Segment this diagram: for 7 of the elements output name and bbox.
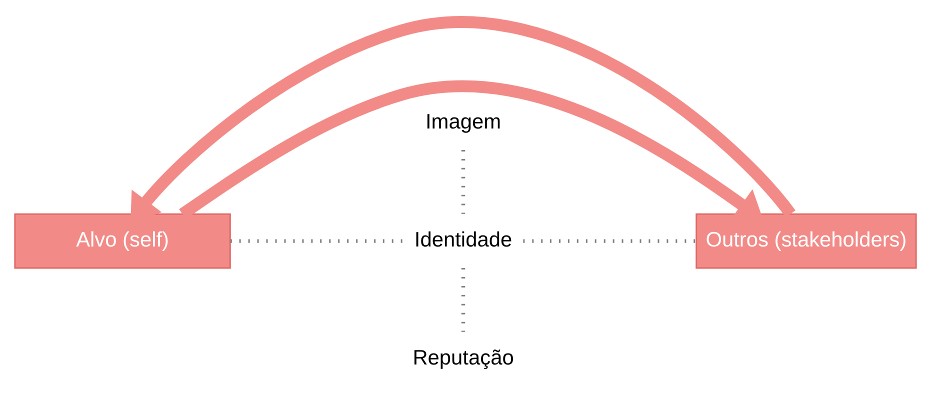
connector — [461, 268, 466, 332]
node-text: Imagem — [425, 110, 502, 134]
node-text: Reputação — [412, 346, 514, 370]
node-box: Outros (stakeholders) — [696, 212, 917, 268]
node-text: Identidade — [414, 228, 512, 252]
node-box: Alvo (self) — [14, 212, 231, 268]
connector — [461, 149, 466, 214]
